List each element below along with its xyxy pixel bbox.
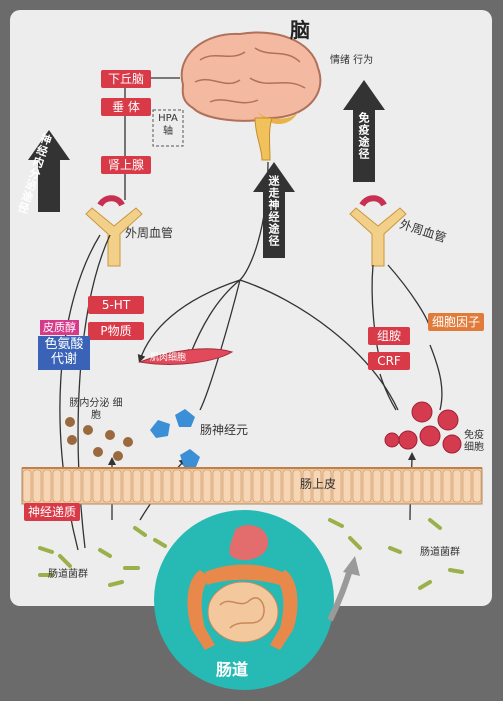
immune-cell-label: 免疫 细胞 xyxy=(464,430,484,453)
epithelium-cells xyxy=(22,469,482,503)
epithelium-label: 肠上皮 xyxy=(300,477,337,491)
vessel-left-icon xyxy=(85,195,143,267)
crf-label: CRF xyxy=(368,352,410,370)
epithelium-cell xyxy=(172,469,182,503)
epithelium-cell xyxy=(462,469,472,503)
cycle-arrow-icon xyxy=(327,569,353,622)
serotonin-label: 5-HT xyxy=(88,296,144,314)
immune-cells-icon xyxy=(384,401,462,454)
immune-path-label: 免疫途径 xyxy=(357,112,370,160)
hypothalamus-label: 下丘脑 xyxy=(101,70,151,88)
epithelium-cell xyxy=(122,469,132,503)
epithelium-cell xyxy=(342,469,352,503)
epithelium-cell xyxy=(292,469,302,503)
tryptophan-label: 色氨酸 代谢 xyxy=(38,336,90,370)
epithelium-cell xyxy=(142,469,152,503)
epithelium-cell xyxy=(392,469,402,503)
enteric-neuron-icon xyxy=(150,409,200,467)
gut-organ-icon xyxy=(187,525,298,650)
cycle-arrowhead-icon xyxy=(343,556,360,576)
epithelium-cell xyxy=(92,469,102,503)
muscle-cell-icon xyxy=(138,348,234,365)
hpa-box xyxy=(152,109,184,147)
epithelium-cell xyxy=(22,469,32,503)
microbiota-left-label: 肠道菌群 xyxy=(48,569,88,580)
epithelium-cell xyxy=(112,469,122,503)
epithelium-cell xyxy=(42,469,52,503)
epithelium-cell xyxy=(322,469,332,503)
pituitary-label: 垂 体 xyxy=(101,98,151,116)
enteroendocrine-cells-icon xyxy=(65,417,133,461)
epithelium-cell xyxy=(402,469,412,503)
epithelium-cell xyxy=(362,469,372,503)
epithelium-cell xyxy=(472,469,482,503)
epithelium-cell xyxy=(282,469,292,503)
epithelium-cell xyxy=(452,469,462,503)
vessel-left-label: 外周血管 xyxy=(125,226,174,240)
immune-arrow xyxy=(343,80,385,182)
epithelium-cell xyxy=(442,469,452,503)
epithelium-cell xyxy=(432,469,442,503)
microbiota-right-label: 肠道菌群 xyxy=(420,547,460,558)
epithelium-cell xyxy=(132,469,142,503)
epithelium-cell xyxy=(52,469,62,503)
epithelium-cell xyxy=(182,469,192,503)
epithelium-cell xyxy=(222,469,232,503)
epithelium-cell xyxy=(332,469,342,503)
hpa-axis-label: HPA 轴 xyxy=(158,113,178,137)
epithelium-cell xyxy=(62,469,72,503)
epithelium-cell xyxy=(262,469,272,503)
epithelium-cell xyxy=(82,469,92,503)
neurotransmitter-label: 神经递质 xyxy=(24,503,81,521)
epithelium-cell xyxy=(302,469,312,503)
muscle-label: 肌肉细胞 xyxy=(150,353,187,363)
substance-p-label: P物质 xyxy=(88,322,144,340)
epithelium-cell xyxy=(162,469,172,503)
brain-title: 脑 xyxy=(290,18,310,42)
vagus-arrow xyxy=(253,162,295,258)
epithelium-cell xyxy=(312,469,322,503)
epithelium-cell xyxy=(192,469,202,503)
cytokine-label: 细胞因子 xyxy=(428,313,485,331)
epithelium-cell xyxy=(382,469,392,503)
cortisol-label: 皮质醇 xyxy=(40,320,79,335)
vagus-path-label: 迷走神经途径 xyxy=(267,175,280,247)
epithelium-cell xyxy=(272,469,282,503)
neuroendocrine-arrow xyxy=(28,130,70,212)
gut-label: 肠道 xyxy=(216,660,249,679)
epithelium-cell xyxy=(232,469,242,503)
histamine-label: 组胺 xyxy=(368,327,410,345)
epithelium-cell xyxy=(32,469,42,503)
enteroendocrine-label: 肠内分泌 细胞 xyxy=(69,398,123,421)
adrenal-label: 肾上腺 xyxy=(101,156,151,174)
epithelium-cell xyxy=(412,469,422,503)
epithelium-cell xyxy=(242,469,252,503)
epithelium-cell xyxy=(372,469,382,503)
brain-icon xyxy=(180,31,322,161)
epithelium-cell xyxy=(152,469,162,503)
epithelium-cell xyxy=(212,469,222,503)
epithelium-cell xyxy=(102,469,112,503)
emotion-label: 情绪 行为 xyxy=(330,55,374,66)
epithelium-cell xyxy=(202,469,212,503)
vessel-right-icon xyxy=(349,195,407,267)
epithelium-cell xyxy=(422,469,432,503)
epithelium-cell xyxy=(252,469,262,503)
epithelium-cell xyxy=(72,469,82,503)
epithelium-cell xyxy=(352,469,362,503)
enteric-neuron-label: 肠神经元 xyxy=(200,423,249,437)
bacteria-icons xyxy=(38,518,464,590)
